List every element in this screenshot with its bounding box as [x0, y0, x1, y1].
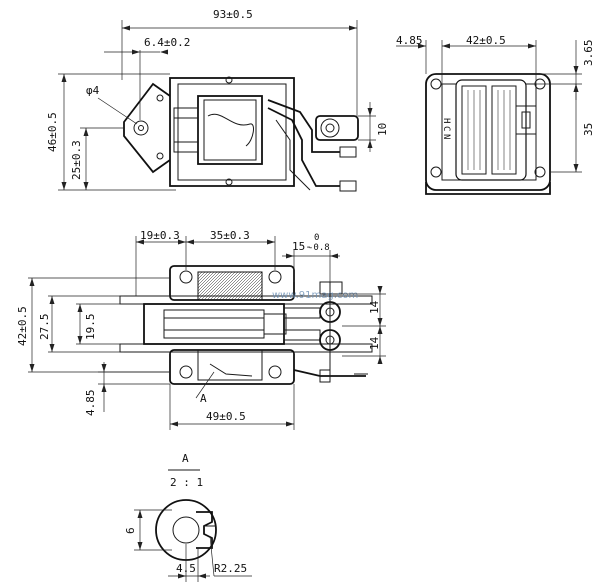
- dim-front-base: 49±0.5: [206, 410, 246, 423]
- dim-height-hole: 25±0.3: [70, 140, 83, 180]
- dim-side-height: 35: [582, 123, 595, 136]
- detail-scale: 2 : 1: [170, 476, 203, 489]
- dim-detail-r: R2.25: [214, 562, 247, 575]
- front-view: A www.91mag.com 19±0.3 35±0.3 15- 0 -0.8…: [16, 229, 386, 430]
- dim-front-right-b: 14: [368, 336, 381, 350]
- section-ref: A: [200, 392, 207, 405]
- dim-height-total: 46±0.5: [46, 112, 59, 152]
- dim-front-bottom-margin: 4.85: [84, 390, 97, 417]
- dim-front-stroke-tol-bot: -0.8: [308, 243, 330, 253]
- dim-front-b: 35±0.3: [210, 229, 250, 242]
- dim-front-a: 19±0.3: [140, 229, 180, 242]
- dim-side-margin: 4.85: [396, 34, 423, 47]
- dim-detail-w: 4.5: [176, 562, 196, 575]
- side-view: H C N 4.85 42±0.5 3.65 35: [396, 34, 595, 195]
- dim-front-mid: 27.5: [38, 314, 51, 341]
- coil-mark-3: N: [441, 134, 451, 139]
- dim-top-width: 93±0.5: [213, 8, 253, 21]
- dim-front-total: 42±0.5: [16, 306, 29, 346]
- coil-mark-2: C: [441, 126, 451, 131]
- dim-side-width: 42±0.5: [466, 34, 506, 47]
- dim-front-inner: 19.5: [84, 314, 97, 341]
- dim-detail-h: 6: [124, 527, 137, 534]
- dim-top-offset: 6.4±0.2: [144, 36, 190, 49]
- dim-side-top: 3.65: [582, 40, 595, 67]
- coil-mark-1: H: [441, 118, 451, 123]
- watermark: www.91mag.com: [272, 290, 358, 301]
- dim-hole-dia: φ4: [86, 84, 100, 97]
- dim-pin-gap: 10: [376, 123, 389, 136]
- detail-a: A 2 : 1 6 4.5 R2.25: [124, 452, 252, 582]
- detail-title: A: [182, 452, 189, 465]
- top-view: 93±0.5 6.4±0.2 φ4 46±0.5 25±0.3 10: [46, 8, 389, 192]
- dim-front-stroke: 15-: [292, 240, 312, 253]
- dim-front-stroke-tol-top: 0: [314, 233, 319, 243]
- dim-front-right-a: 14: [368, 300, 381, 314]
